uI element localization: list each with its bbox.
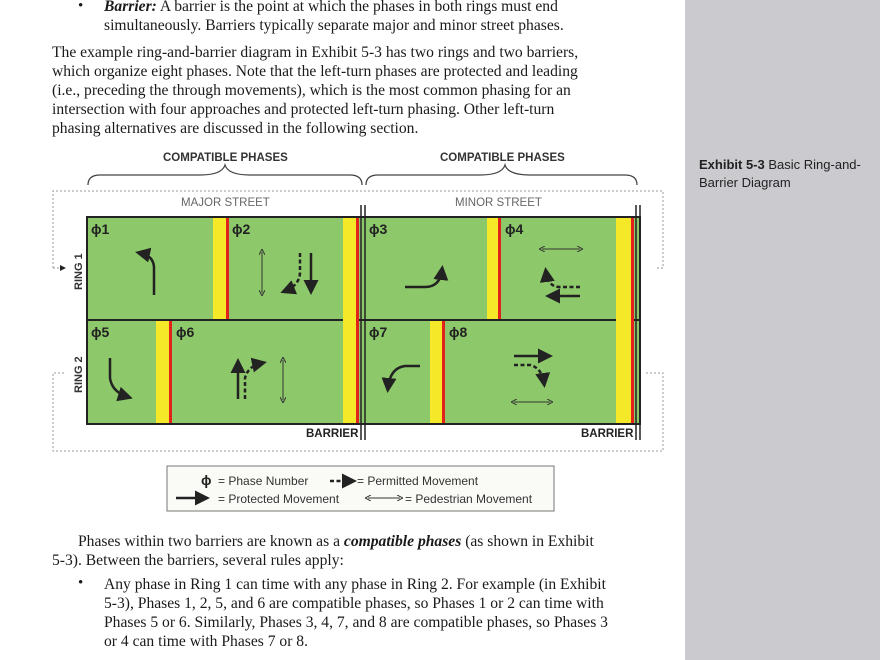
phase-5-label: ϕ5 bbox=[91, 324, 110, 340]
caption-label: Exhibit 5-3 bbox=[699, 157, 765, 172]
exhibit-caption: Exhibit 5-3 Basic Ring-and-Barrier Diagr… bbox=[699, 156, 869, 192]
bullet-icon: • bbox=[78, 0, 84, 14]
major-street-label: MAJOR STREET bbox=[181, 197, 270, 209]
ring-loop-bottom bbox=[52, 372, 664, 452]
legend-pedestrian: = Pedestrian Movement bbox=[405, 492, 533, 506]
text-line: (i.e., preceding the through movements),… bbox=[52, 82, 571, 99]
text-line: Any phase in Ring 1 can time with any ph… bbox=[104, 576, 606, 593]
ring-1-label: RING 1 bbox=[73, 253, 85, 290]
text-line: or 4 can time with Phases 7 or 8. bbox=[104, 633, 308, 650]
phi6-permitted-arrow bbox=[243, 357, 267, 399]
caption-title: Basic Ring-and-Barrier Diagram bbox=[699, 157, 861, 190]
text: Phases within two barriers are known as … bbox=[78, 533, 344, 550]
text: (as shown in Exhibit bbox=[461, 533, 594, 550]
text-line: Phases 5 or 6. Similarly, Phases 3, 4, 7… bbox=[104, 614, 608, 631]
compatible-phases-label: COMPATIBLE PHASES bbox=[440, 152, 565, 164]
text-line: 5-3), Phases 1, 2, 5, and 6 are compatib… bbox=[104, 595, 604, 612]
brace-right bbox=[365, 162, 638, 186]
term: Barrier: bbox=[104, 0, 157, 15]
phase-4-label: ϕ4 bbox=[505, 221, 524, 237]
phi4-permitted-arrow bbox=[539, 267, 580, 289]
phase-3-label: ϕ3 bbox=[369, 221, 388, 237]
ring-barrier-diagram bbox=[52, 162, 664, 512]
margin-sidebar bbox=[685, 0, 880, 660]
legend-permitted: = Permitted Movement bbox=[357, 474, 479, 488]
text-line: 5-3). Between the barriers, several rule… bbox=[52, 552, 344, 569]
bullet-icon: • bbox=[78, 575, 84, 591]
text-line: which organize eight phases. Note that t… bbox=[52, 63, 578, 80]
text-line: phasing alternatives are discussed in th… bbox=[52, 120, 419, 137]
legend-phase-number: = Phase Number bbox=[218, 474, 309, 488]
text: A barrier is the point at which the phas… bbox=[156, 0, 558, 15]
ring-2-label: RING 2 bbox=[73, 356, 85, 393]
phi8-permitted-arrow bbox=[514, 363, 551, 388]
phi5-left-turn-arrow bbox=[108, 358, 133, 402]
phase-2-label: ϕ2 bbox=[232, 221, 251, 237]
text-line: simultaneously. Barriers typically separ… bbox=[104, 17, 564, 34]
phase-1-label: ϕ1 bbox=[91, 221, 110, 237]
legend-protected: = Protected Movement bbox=[218, 492, 340, 506]
phi7-left-turn-arrow bbox=[381, 364, 420, 393]
phase-8-label: ϕ8 bbox=[449, 324, 468, 340]
para-compatible: Phases within two barriers are known as … bbox=[78, 532, 594, 551]
clearance-bars bbox=[156, 218, 634, 423]
text-line: intersection with four approaches and pr… bbox=[52, 101, 555, 118]
barrier-label: BARRIER bbox=[306, 428, 359, 440]
text-line: The example ring-and-barrier diagram in … bbox=[52, 44, 579, 61]
phi1-left-turn-arrow bbox=[135, 247, 156, 295]
barrier-label: BARRIER bbox=[581, 428, 634, 440]
barrier-lines bbox=[360, 205, 641, 440]
bullet-barrier: Barrier: A barrier is the point at which… bbox=[104, 0, 558, 16]
minor-street-label: MINOR STREET bbox=[455, 197, 542, 209]
phase-6-label: ϕ6 bbox=[176, 324, 195, 340]
compatible-phases-label: COMPATIBLE PHASES bbox=[163, 152, 288, 164]
term: compatible phases bbox=[343, 533, 462, 550]
brace-left bbox=[87, 162, 363, 186]
legend-box bbox=[166, 465, 555, 512]
phase-7-label: ϕ7 bbox=[369, 324, 388, 340]
phi2-permitted-arrow bbox=[280, 253, 302, 295]
phi3-left-turn-arrow bbox=[405, 265, 449, 289]
legend-phi-symbol: ϕ bbox=[201, 472, 212, 488]
